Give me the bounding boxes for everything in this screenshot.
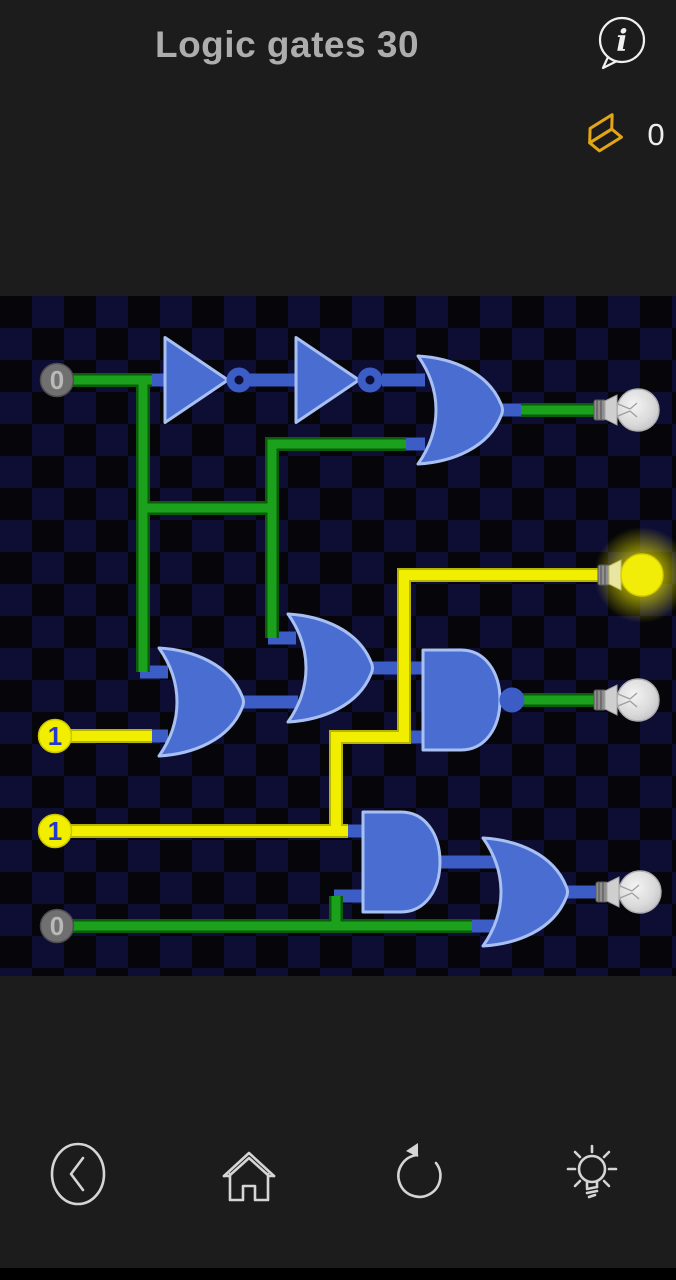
signal-off-wires[interactable]	[57, 373, 604, 933]
back-icon	[50, 1142, 106, 1206]
undo-icon	[397, 1143, 442, 1199]
not-gate-1	[163, 336, 252, 424]
home-button[interactable]	[216, 1138, 282, 1210]
not-bubble-icon	[226, 367, 252, 393]
input-value: 0	[50, 365, 64, 395]
input-node-lower[interactable]: 1	[37, 813, 73, 849]
gold-counter: 0	[578, 110, 666, 160]
input-node-middle[interactable]: 1	[37, 718, 73, 754]
signal-on-wires[interactable]	[70, 568, 604, 838]
back-button[interactable]	[45, 1138, 111, 1210]
page-title: Logic gates 30	[154, 24, 420, 65]
input-node-bottom[interactable]: 0	[39, 908, 75, 944]
info-letter: i	[616, 24, 627, 59]
gold-count-value: 0	[647, 117, 665, 152]
bottom-navigation	[0, 1138, 676, 1212]
bottom-bar	[0, 1268, 676, 1280]
not-gate-2	[294, 336, 383, 424]
hint-button[interactable]	[559, 1138, 625, 1210]
info-bubble-icon: i	[598, 16, 646, 70]
gates	[157, 336, 569, 948]
nand-bubble-icon	[499, 687, 525, 713]
input-node-top[interactable]: 0	[39, 362, 75, 398]
circuit-board[interactable]: 0 1 1 0	[0, 296, 676, 976]
info-button[interactable]: i	[594, 14, 650, 74]
input-value: 1	[48, 721, 62, 751]
hint-bulb-icon	[566, 1144, 618, 1199]
undo-button[interactable]	[387, 1138, 453, 1210]
home-icon	[222, 1151, 276, 1202]
gold-ingot-icon	[588, 113, 623, 153]
not-bubble-icon	[357, 367, 383, 393]
and-gate	[361, 810, 442, 914]
input-value: 0	[50, 911, 64, 941]
input-value: 1	[48, 816, 62, 846]
nand-gate	[421, 648, 525, 752]
